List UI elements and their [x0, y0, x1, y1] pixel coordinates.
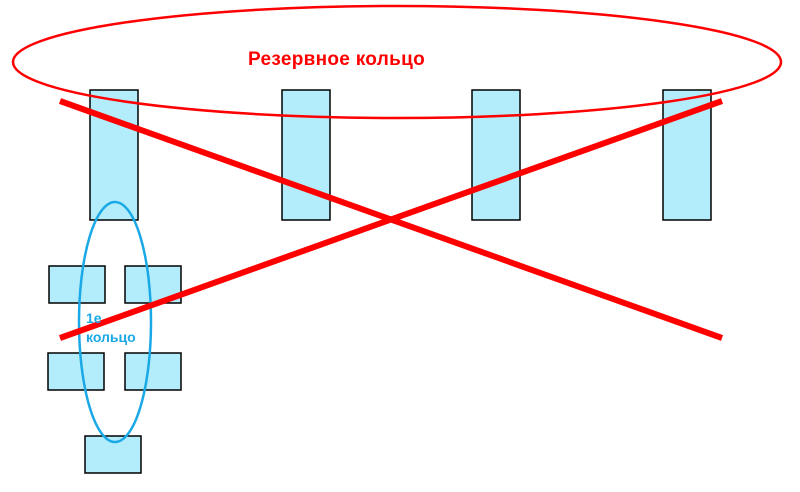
reserve-ring-label: Резервное кольцо [248, 49, 425, 70]
upper-node-3 [471, 89, 521, 221]
upper-node-1 [89, 89, 139, 221]
first-ring-label: 1е кольцо [86, 309, 136, 347]
upper-node-2 [281, 89, 331, 221]
lower-node-top-left [48, 265, 106, 304]
lower-node-mid-right [124, 352, 182, 391]
first-ring-ellipse [77, 200, 153, 444]
cross-line-ascending [58, 98, 724, 341]
first-ring-label-line2: кольцо [86, 329, 136, 345]
first-ring-label-line1: 1е [86, 310, 102, 326]
reserve-ring-ellipse [11, 4, 783, 120]
lower-node-mid-left [47, 352, 105, 391]
